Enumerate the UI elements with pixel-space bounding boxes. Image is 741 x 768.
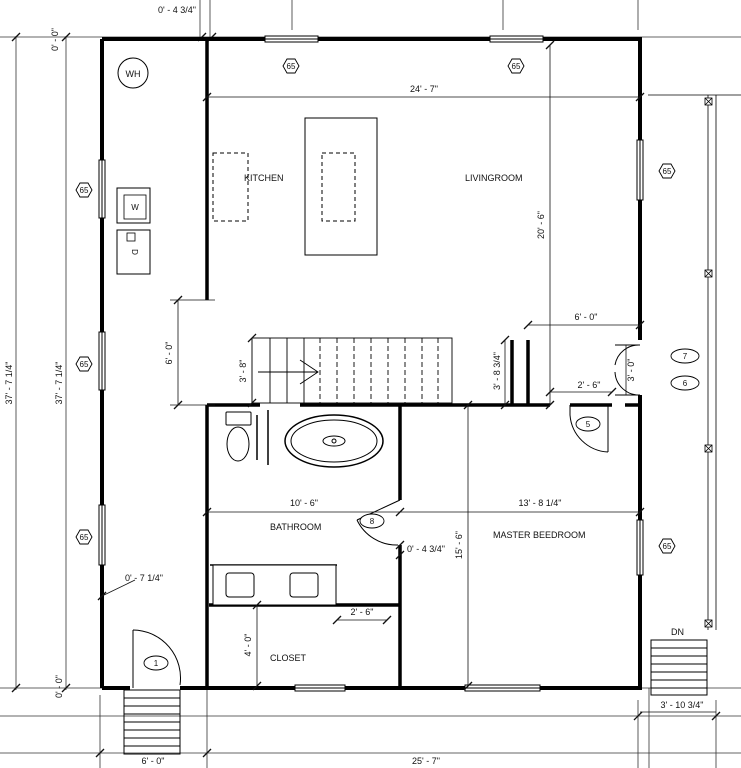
dryer-label: D [130,249,139,255]
dim-hall-width: 6' - 0" [575,312,598,322]
kitchen-island-icon [304,117,378,256]
dryer-icon: D [116,229,151,275]
dim-master-height: 15' - 6" [454,531,464,559]
dim-zero-top: 0' - 0" [50,28,60,51]
dim-stair-height: 3' - 8" [238,360,248,383]
porch-posts [704,97,713,628]
vanity-icon [212,564,337,606]
window-tag-label: 65 [80,533,89,542]
door-tag-6: 6 [683,379,688,388]
door-back[interactable] [569,405,609,453]
dim-bottom-total: 25' - 7" [412,756,440,766]
room-master-bedroom: MASTER BEEDROOM [493,530,586,540]
window-tag-label: 65 [663,167,672,176]
door-tag-entry: 1 [154,659,159,668]
dim-porch-width: 3' - 10 3/4" [661,700,704,710]
dim-bath-width: 10' - 6" [290,498,318,508]
window-tag-label: 65 [512,62,521,71]
windows [98,35,644,692]
room-bathroom: BATHROOM [270,522,321,532]
dimension-dim-ticks [97,40,645,691]
dimension-lines [101,45,716,713]
room-labels: KITCHEN LIVINGROOM BATHROOM CLOSET MASTE… [244,173,586,663]
bathtub-icon [284,414,384,468]
dim-bath-offset: 0' - 4 3/4" [407,544,445,554]
stair-down-label: DN [671,627,684,637]
dim-door-gap: 3' - 0" [626,359,636,382]
dim-closet-door: 2' - 6" [351,607,374,617]
door-tag-bath: 8 [370,517,375,526]
porch-stairs [650,639,708,696]
interior-stairs [251,337,453,404]
door-tag-back: 5 [586,420,591,429]
window-tag-label: 65 [287,62,296,71]
dim-left-total-outer: 37' - 7 1/4" [4,362,14,405]
dim-wall-seg: 3' - 8 3/4" [492,352,502,390]
door-exterior-double[interactable] [614,344,641,396]
exterior-walls [100,37,642,690]
dim-left-total: 37' - 7 1/4" [54,362,64,405]
dim-closet-height: 4' - 0" [243,634,253,657]
window-tags [75,58,676,554]
dim-top-offset: 0' - 4 3/4" [158,5,196,15]
window-tag-label: 65 [80,186,89,195]
dim-living-height: 20' - 6" [536,211,546,239]
dim-bath-door: 2' - 6" [578,380,601,390]
dim-entry-stair: 6' - 0" [142,756,165,766]
door-tags [143,348,700,671]
door-entry[interactable] [132,629,181,688]
water-heater-icon: WH [117,57,149,89]
window-tag-labels: 65 65 65 65 65 65 65 [80,62,672,551]
dim-master-width: 13' - 8 1/4" [519,498,562,508]
dimension-ticks [11,32,721,758]
porch-railing [648,94,741,630]
toilet-icon [225,411,252,462]
kitchen-counter-icon [212,152,249,222]
window-tag-label: 65 [80,360,89,369]
water-heater-label: WH [126,69,141,79]
dim-zero-bottom: 0' - 0" [54,675,64,698]
door-tag-labels: 1 8 5 6 7 [154,352,688,668]
dimension-labels: 0' - 4 3/4" 0' - 0" 0' - 0" 37' - 7 1/4"… [4,5,703,766]
dim-living-width: 24' - 7" [410,84,438,94]
dim-stair-run: 6' - 0" [164,342,174,365]
door-tag-7: 7 [683,352,688,361]
room-closet: CLOSET [270,653,307,663]
washer-label: W [131,203,139,212]
window-tag-label: 65 [663,542,672,551]
dim-entry-offset: 0' - 7 1/4" [125,573,163,583]
room-living: LIVINGROOM [465,173,523,183]
washer-icon: W [116,187,151,224]
room-kitchen: KITCHEN [244,173,284,183]
entry-stairs [123,689,181,755]
